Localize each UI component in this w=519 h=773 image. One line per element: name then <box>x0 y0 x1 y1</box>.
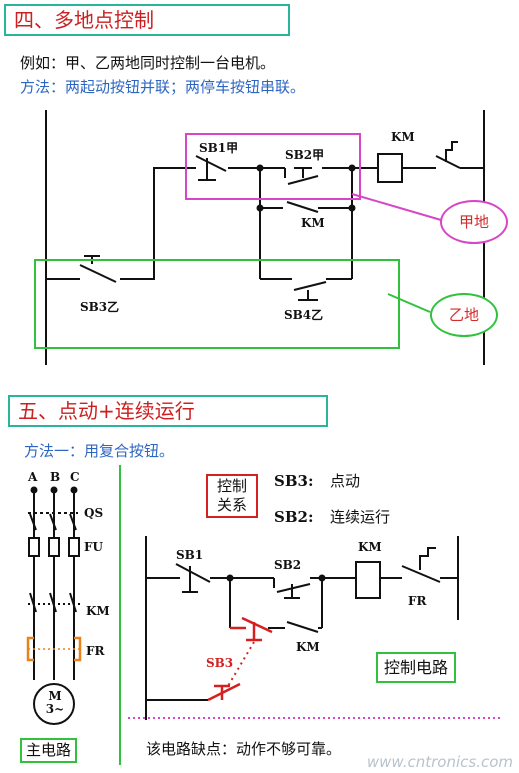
label-motor: M 3~ <box>45 689 65 716</box>
fr-contact <box>430 141 461 169</box>
location-b-box <box>34 259 400 349</box>
label-sb4-b: SB4乙 <box>284 308 324 322</box>
circuit-defect-note: 该电路缺点：动作不够可靠。 <box>146 740 342 758</box>
section4-method: 方法：两起动按钮并联；两停车按钮串联。 <box>20 78 306 96</box>
label-phase-b: B <box>50 470 61 484</box>
label-ctrl-sb2: SB2 <box>274 558 302 572</box>
label-fr-main: FR <box>86 644 105 658</box>
relation-sb3-key: SB3: <box>274 472 314 490</box>
label-sb3-b: SB3乙 <box>80 300 120 314</box>
km-coil <box>377 153 403 183</box>
relation-sb2-value: 连续运行 <box>330 508 391 526</box>
motor-symbol <box>33 683 75 725</box>
sb4-start-button <box>260 278 352 301</box>
sb2-start-button <box>284 167 319 185</box>
label-km-main: KM <box>86 604 110 618</box>
relation-sb2-key: SB2: <box>274 508 314 526</box>
section5-method: 方法一：用复合按钮。 <box>24 442 175 460</box>
sb3-compound-button <box>207 616 273 702</box>
watermark: www.cntronics.com <box>366 753 513 771</box>
location-a-box <box>185 133 361 200</box>
label-qs: QS <box>84 506 104 520</box>
label-sb2-a: SB2甲 <box>285 148 325 162</box>
section4-example: 例如：甲、乙两地同时控制一台电机。 <box>20 54 276 72</box>
control-circuit-caption: 控制电路 <box>376 652 457 683</box>
label-phase-c: C <box>70 470 80 484</box>
label-km-contact: KM <box>301 216 325 230</box>
main-circuit-caption: 主电路 <box>20 738 78 763</box>
label-ctrl-km-coil: KM <box>358 540 382 554</box>
callout-location-a: 甲地 <box>440 200 508 244</box>
label-ctrl-sb1: SB1 <box>176 548 204 562</box>
label-phase-a: A <box>28 470 38 484</box>
label-ctrl-fr: FR <box>408 594 427 608</box>
relation-sb3-value: 点动 <box>330 472 361 490</box>
control-relation-box: 控制 关系 <box>206 474 258 518</box>
sb1-stop-button <box>190 155 227 181</box>
km-hold-contact <box>286 201 319 213</box>
section4-title: 四、多地点控制 <box>4 4 290 36</box>
section5-title: 五、点动+连续运行 <box>8 395 328 427</box>
main-circuit <box>28 490 80 680</box>
label-ctrl-km-contact: KM <box>296 640 320 654</box>
label-sb1-a: SB1甲 <box>199 141 239 155</box>
callout-location-b: 乙地 <box>430 293 498 337</box>
label-fu: FU <box>84 540 103 554</box>
label-ctrl-sb3: SB3 <box>206 656 234 670</box>
label-km-coil: KM <box>391 130 415 144</box>
control-circuit <box>145 536 459 720</box>
